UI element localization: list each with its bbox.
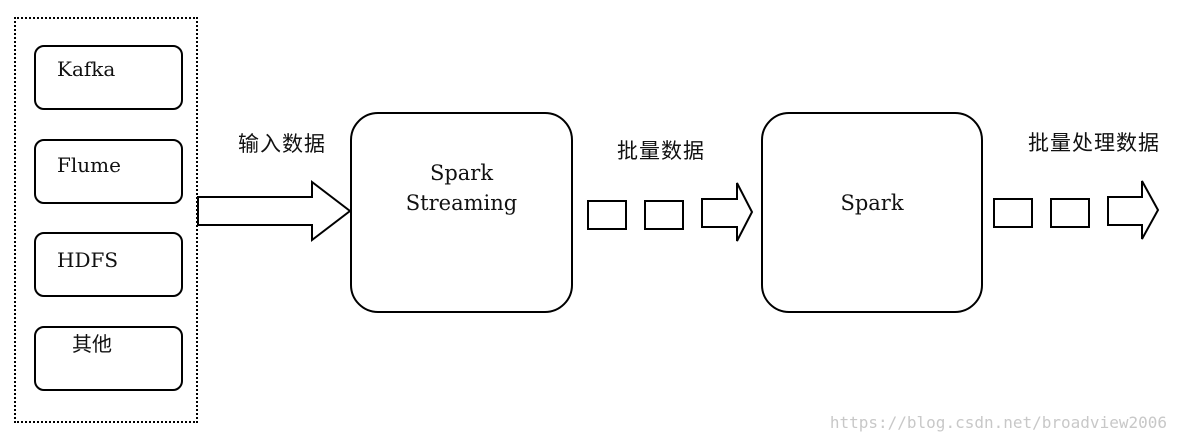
batch-arrow — [701, 182, 754, 242]
source-label-other: 其他 — [72, 332, 112, 356]
source-label-kafka: Kafka — [57, 57, 116, 81]
source-label-hdfs: HDFS — [57, 248, 119, 272]
processed-block-1 — [993, 198, 1033, 228]
source-box-hdfs — [34, 232, 183, 297]
spark-streaming-label-line2: Streaming — [405, 191, 518, 215]
source-label-flume: Flume — [57, 153, 121, 177]
watermark-text: https://blog.csdn.net/broadview2006 — [829, 413, 1167, 432]
spark-streaming-node — [350, 112, 573, 313]
processed-data-caption: 批量处理数据 — [1028, 131, 1160, 155]
batch-data-caption: 批量数据 — [617, 139, 705, 163]
spark-streaming-label-line1: Spark — [429, 161, 494, 185]
batch-block-2 — [644, 200, 684, 230]
batch-block-1 — [587, 200, 627, 230]
source-box-flume — [34, 139, 183, 204]
input-data-caption: 输入数据 — [238, 132, 326, 156]
input-arrow — [197, 179, 352, 243]
spark-node — [761, 112, 983, 313]
processed-arrow — [1107, 180, 1160, 240]
processed-block-2 — [1050, 198, 1090, 228]
source-box-kafka — [34, 45, 183, 110]
source-box-other — [34, 326, 183, 391]
spark-label: Spark — [840, 191, 904, 215]
